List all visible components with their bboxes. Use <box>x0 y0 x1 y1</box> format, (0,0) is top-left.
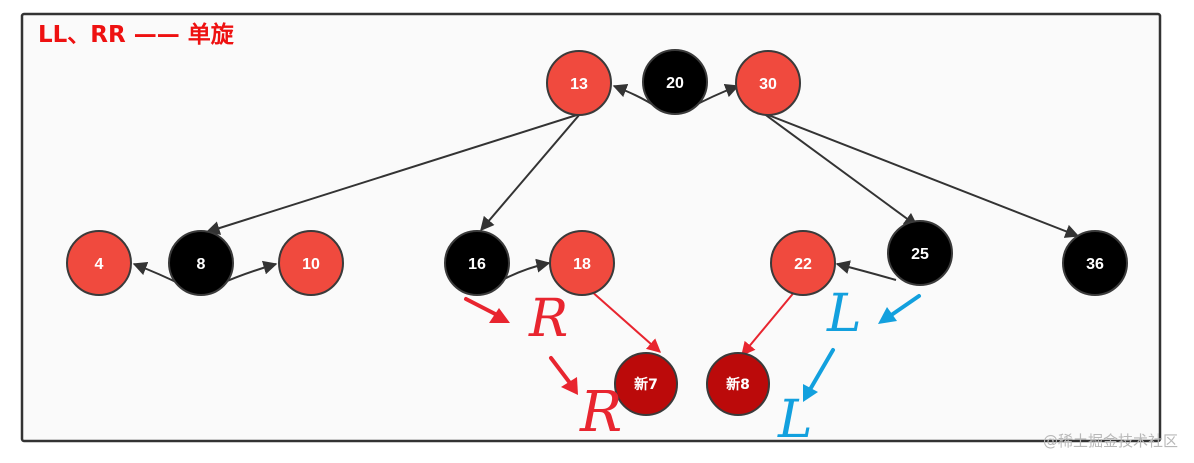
node-10: 10 <box>278 230 344 296</box>
node-13-circle <box>546 50 612 116</box>
blue-pointer-arrow-upper <box>878 294 921 324</box>
r-label-upper: R <box>528 289 568 349</box>
node-25-label: 25 <box>911 246 929 263</box>
node-4: 4 <box>66 230 132 296</box>
node-20: 20 <box>642 49 708 115</box>
node-4-label: 4 <box>95 256 104 273</box>
node-16-label: 16 <box>468 256 486 273</box>
tree-nodes: 20 13 30 8 4 10 16 18 <box>66 49 1128 416</box>
node-22: 22 <box>770 230 836 296</box>
node-new7: 新7 <box>614 352 678 416</box>
edge-18-new7 <box>589 289 662 353</box>
node-18-circle <box>549 230 615 296</box>
node-4-circle <box>66 230 132 296</box>
node-36-label: 36 <box>1086 256 1104 273</box>
red-pointer-arrow-lower <box>549 356 578 395</box>
edge-13-16 <box>480 113 581 232</box>
diagram-title: LL、RR —— 单旋 <box>38 21 235 48</box>
watermark: @稀土掘金技术社区 <box>1043 432 1178 450</box>
node-new8-circle <box>706 352 770 416</box>
node-16: 16 <box>444 230 510 296</box>
node-22-circle <box>770 230 836 296</box>
node-8-circle <box>168 230 234 296</box>
node-16-circle <box>444 230 510 296</box>
node-25-circle <box>887 220 953 286</box>
edge-30-25 <box>762 112 919 227</box>
l-label-lower: L <box>777 390 813 450</box>
node-10-circle <box>278 230 344 296</box>
edge-22-new8 <box>741 289 797 357</box>
node-18: 18 <box>549 230 615 296</box>
node-8: 8 <box>168 230 234 296</box>
node-22-label: 22 <box>794 256 812 273</box>
node-8-label: 8 <box>197 256 206 273</box>
node-20-label: 20 <box>666 75 684 92</box>
blue-pointer-arrow-lower <box>803 348 835 402</box>
node-25: 25 <box>887 220 953 286</box>
l-label-upper: L <box>826 284 862 344</box>
node-10-label: 10 <box>302 256 320 273</box>
diagram-frame <box>20 12 1162 443</box>
red-pointer-arrow-upper <box>464 297 510 323</box>
node-30-label: 30 <box>759 76 777 93</box>
red-annotations: R R <box>464 289 622 445</box>
node-36-circle <box>1062 230 1128 296</box>
edge-30-36 <box>762 112 1080 238</box>
r-label-lower: R <box>579 380 622 445</box>
blue-annotations: L L <box>777 284 921 450</box>
node-30-circle <box>735 50 801 116</box>
node-new8-label: 新8 <box>726 376 750 393</box>
node-36: 36 <box>1062 230 1128 296</box>
node-18-label: 18 <box>573 256 591 273</box>
node-new8: 新8 <box>706 352 770 416</box>
edge-25-22 <box>835 260 897 281</box>
node-new7-circle <box>614 352 678 416</box>
node-13-label: 13 <box>570 76 588 93</box>
edge-13-8 <box>205 113 581 235</box>
node-20-circle <box>642 49 708 115</box>
node-13: 13 <box>546 50 612 116</box>
node-new7-label: 新7 <box>634 376 658 393</box>
insert-edges <box>589 289 797 357</box>
node-30: 30 <box>735 50 801 116</box>
edge-16-18 <box>503 258 551 280</box>
